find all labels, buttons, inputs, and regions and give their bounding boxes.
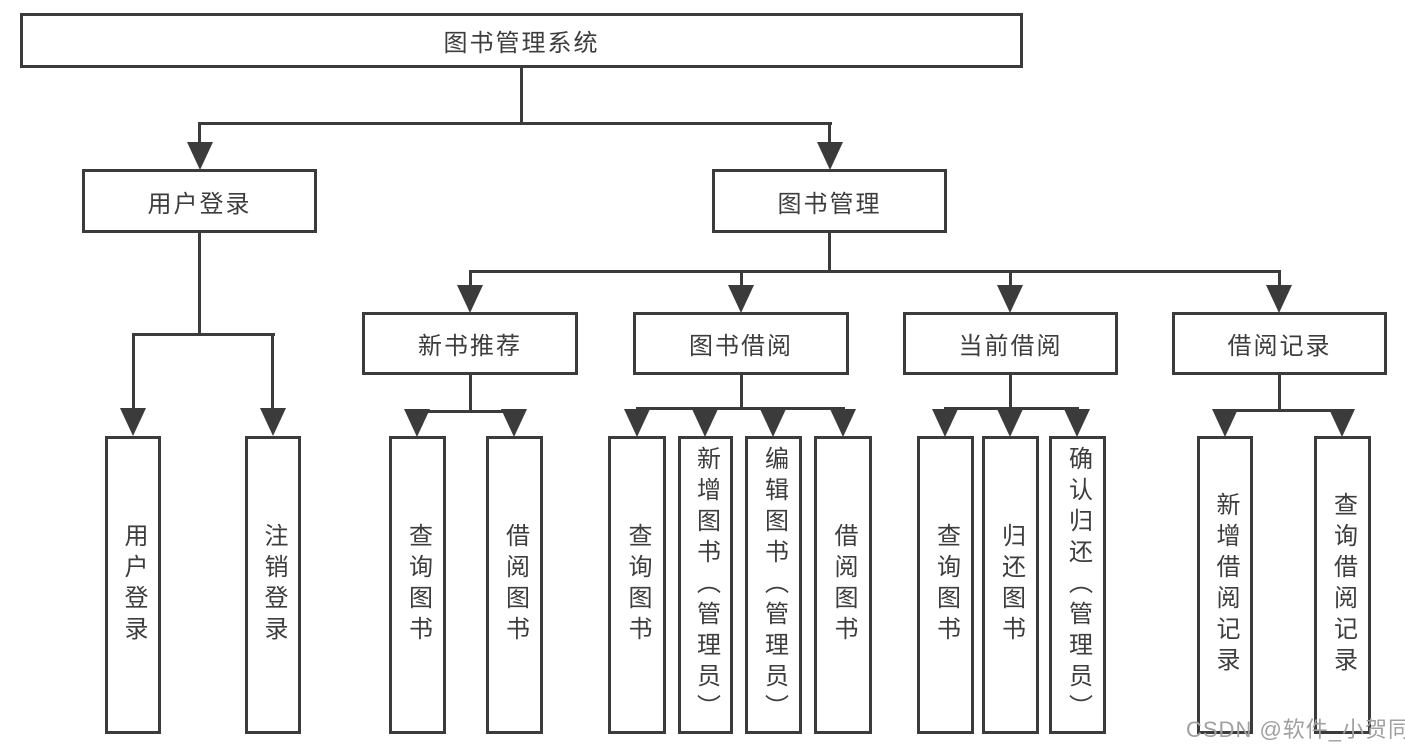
arrow-down-icon	[728, 285, 754, 313]
node-current-borrow: 当前借阅	[903, 312, 1118, 375]
leaf-label: 查询图书	[624, 523, 651, 647]
watermark: CSDN @软件_小贺同学	[1186, 717, 1405, 742]
connector-line	[1009, 373, 1012, 410]
leaf-label: 借阅图书	[501, 523, 529, 647]
arrow-down-icon	[692, 409, 718, 437]
node-book-borrow: 图书借阅	[633, 312, 849, 375]
arrow-down-icon	[997, 409, 1023, 437]
leaf-logout: 注销登录	[245, 436, 301, 734]
arrow-down-icon	[932, 409, 958, 437]
arrow-down-icon	[830, 409, 856, 437]
connector-line	[469, 270, 472, 290]
leaf-label: 查询借阅记录	[1329, 492, 1357, 678]
connector-line	[132, 333, 275, 336]
arrow-down-icon	[997, 285, 1023, 313]
arrow-down-icon	[501, 409, 527, 437]
node-label: 用户登录	[147, 190, 252, 218]
connector-line	[416, 410, 516, 413]
connector-line	[944, 407, 1079, 410]
node-label: 图书管理	[777, 190, 882, 218]
node-label: 图书管理系统	[443, 30, 600, 57]
connector-line	[520, 66, 523, 124]
leaf-query-books-borrow: 查询图书	[608, 436, 666, 734]
connector-line	[132, 333, 135, 410]
connector-line	[1009, 270, 1012, 290]
node-label: 借阅记录	[1227, 333, 1332, 360]
connector-line	[740, 373, 743, 410]
arrow-down-icon	[817, 142, 843, 170]
leaf-query-books-current: 查询图书	[917, 436, 974, 734]
connector-line	[636, 407, 845, 410]
leaf-return-book: 归还图书	[982, 436, 1039, 734]
connector-line	[469, 373, 472, 413]
connector-line	[828, 122, 831, 146]
leaf-label: 查询图书	[932, 523, 960, 647]
node-new-book-recommend: 新书推荐	[362, 312, 578, 375]
leaf-label: 归还图书	[997, 523, 1025, 647]
leaf-edit-book-admin: 编辑图书（管理员）	[745, 436, 802, 734]
arrow-down-icon	[1329, 409, 1355, 437]
connector-line	[1224, 409, 1344, 412]
connector-line	[1278, 373, 1281, 412]
connector-line	[1278, 270, 1281, 290]
leaf-label: 新增借阅记录	[1212, 492, 1239, 678]
arrow-down-icon	[624, 409, 650, 437]
node-book-management: 图书管理	[712, 169, 947, 233]
node-label: 当前借阅	[958, 333, 1063, 360]
connector-line	[198, 231, 201, 335]
leaf-add-book-admin: 新增图书（管理员）	[678, 436, 733, 734]
connector-line	[198, 122, 201, 146]
connector-line	[198, 122, 832, 125]
arrow-down-icon	[260, 408, 286, 436]
leaf-borrow-books: 借阅图书	[814, 436, 872, 734]
arrow-down-icon	[187, 142, 213, 170]
connector-line	[740, 270, 743, 290]
leaf-label: 查询图书	[404, 523, 432, 647]
arrow-down-icon	[1212, 409, 1238, 437]
node-user-login: 用户登录	[82, 169, 317, 233]
node-borrow-records: 借阅记录	[1172, 312, 1387, 375]
connector-line	[828, 231, 831, 273]
leaf-confirm-return-admin: 确认归还（管理员）	[1049, 436, 1106, 734]
leaf-label: 新增图书（管理员）	[692, 445, 720, 725]
leaf-query-books-recommend: 查询图书	[389, 436, 446, 734]
node-system-root: 图书管理系统	[20, 13, 1023, 68]
connector-line	[271, 333, 274, 410]
arrow-down-icon	[1064, 409, 1090, 437]
connector-line	[469, 270, 1281, 273]
arrow-down-icon	[760, 409, 786, 437]
arrow-down-icon	[457, 285, 483, 313]
leaf-add-borrow-record: 新增借阅记录	[1197, 436, 1253, 734]
leaf-label: 用户登录	[120, 523, 147, 647]
leaf-query-borrow-record: 查询借阅记录	[1314, 436, 1371, 734]
node-label: 图书借阅	[689, 333, 793, 360]
leaf-label: 编辑图书（管理员）	[760, 445, 788, 725]
node-label: 新书推荐	[418, 333, 522, 360]
leaf-label: 确认归还（管理员）	[1064, 445, 1092, 725]
leaf-user-login: 用户登录	[105, 436, 161, 734]
arrow-down-icon	[1266, 285, 1292, 313]
leaf-label: 借阅图书	[830, 523, 857, 647]
leaf-borrow-books-recommend: 借阅图书	[486, 436, 543, 734]
leaf-label: 注销登录	[260, 523, 287, 647]
arrow-down-icon	[404, 409, 430, 437]
arrow-down-icon	[120, 408, 146, 436]
